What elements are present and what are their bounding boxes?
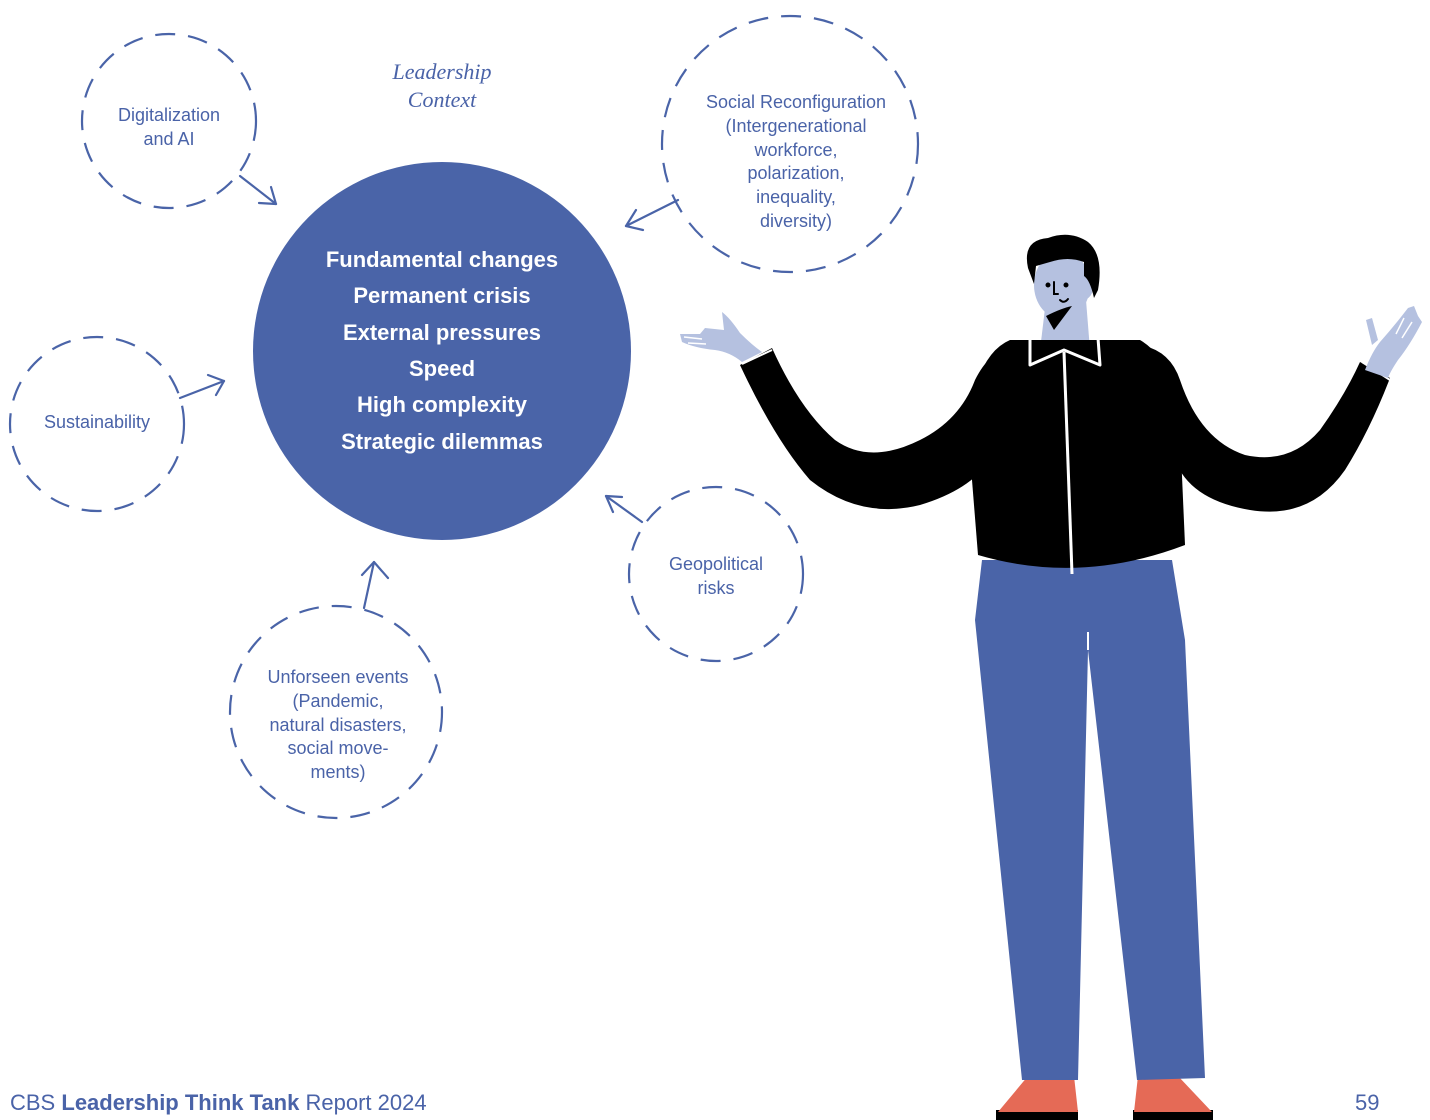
left-sock bbox=[998, 1076, 1078, 1112]
footer-report-title: CBS Leadership Think Tank Report 2024 bbox=[10, 1090, 427, 1116]
social-line-3: workforce, bbox=[754, 139, 838, 160]
sustainability-line-1: Sustainability bbox=[43, 412, 151, 432]
arrow-digitalization bbox=[238, 174, 278, 206]
left-shoe bbox=[996, 1110, 1078, 1120]
diagram-title: Leadership Context bbox=[360, 58, 524, 114]
social-line-1: Social Reconfiguration bbox=[705, 92, 887, 112]
digitalization-circle bbox=[80, 32, 258, 210]
chin-shadow bbox=[1046, 306, 1072, 330]
left-hand bbox=[680, 312, 762, 362]
right-arm bbox=[1140, 345, 1390, 512]
core-line-1: Fundamental changes bbox=[325, 246, 559, 272]
core-line-4: Speed bbox=[408, 356, 476, 381]
social-line-6: diversity) bbox=[759, 210, 832, 231]
social-line-5: inequality, bbox=[756, 187, 836, 208]
person-illustration bbox=[680, 234, 1422, 1120]
digitalization-line-2: and AI bbox=[143, 128, 195, 149]
unforeseen-line-2: (Pandemic, bbox=[292, 690, 384, 711]
geopolitical-line-2: risks bbox=[697, 577, 735, 598]
face bbox=[1034, 251, 1090, 319]
sustainability-circle bbox=[8, 335, 186, 513]
digitalization-label: Digitalization and AI bbox=[89, 104, 249, 152]
right-sock bbox=[1134, 1076, 1212, 1112]
geopolitical-label: Geopolitical risks bbox=[641, 553, 791, 601]
core-line-5: High complexity bbox=[357, 392, 527, 418]
right-hand bbox=[1365, 306, 1422, 378]
right-shoe bbox=[1133, 1110, 1213, 1120]
arrow-unforeseen bbox=[360, 560, 390, 610]
title-line-2: Context bbox=[407, 87, 477, 112]
pants bbox=[975, 560, 1205, 1080]
hair bbox=[1026, 234, 1100, 298]
arrow-sustainability bbox=[178, 373, 226, 400]
placket bbox=[1062, 351, 1074, 575]
left-hand-lines bbox=[683, 336, 707, 345]
arrow-social bbox=[624, 198, 680, 232]
unforeseen-circle bbox=[228, 604, 444, 820]
title-line-1: Leadership bbox=[392, 59, 492, 84]
ear bbox=[1080, 281, 1093, 300]
unforeseen-line-1: Unforseen events bbox=[267, 667, 409, 687]
arrow-geopolitical bbox=[604, 494, 644, 524]
left-arm bbox=[740, 348, 1010, 510]
leadership-core-circle: Fundamental changes Permanent crisis Ext… bbox=[253, 162, 631, 540]
geopolitical-circle bbox=[627, 485, 805, 663]
footer-bold: Leadership Think Tank bbox=[61, 1090, 300, 1115]
core-line-2: Permanent crisis bbox=[353, 283, 531, 309]
page-number: 59 bbox=[1355, 1090, 1380, 1115]
social-label: Social Reconfiguration (Intergenerationa… bbox=[676, 91, 916, 234]
core-line-3: External pressures bbox=[342, 319, 542, 345]
unforeseen-line-3: natural disasters, bbox=[269, 714, 407, 735]
digitalization-line-1: Digitalization bbox=[117, 105, 221, 125]
left-cuff-line bbox=[741, 349, 773, 365]
social-circle bbox=[660, 14, 920, 274]
right-hand-lines bbox=[1395, 317, 1413, 339]
shirt-torso bbox=[968, 340, 1185, 568]
unforeseen-label: Unforseen events (Pandemic, natural disa… bbox=[248, 666, 428, 785]
geopolitical-line-1: Geopolitical bbox=[668, 554, 764, 574]
social-line-2: (Intergenerational bbox=[725, 115, 867, 136]
footer-suffix: Report 2024 bbox=[305, 1090, 427, 1115]
facial-features bbox=[1045, 281, 1069, 303]
core-line-6: Strategic dilemmas bbox=[341, 428, 543, 454]
social-line-4: polarization, bbox=[747, 163, 845, 184]
collar bbox=[1028, 337, 1102, 367]
unforeseen-line-4: social move- bbox=[287, 738, 389, 759]
footer-prefix: CBS bbox=[10, 1090, 56, 1115]
sustainability-label: Sustainability bbox=[22, 411, 172, 435]
unforeseen-line-5: ments) bbox=[310, 762, 366, 783]
